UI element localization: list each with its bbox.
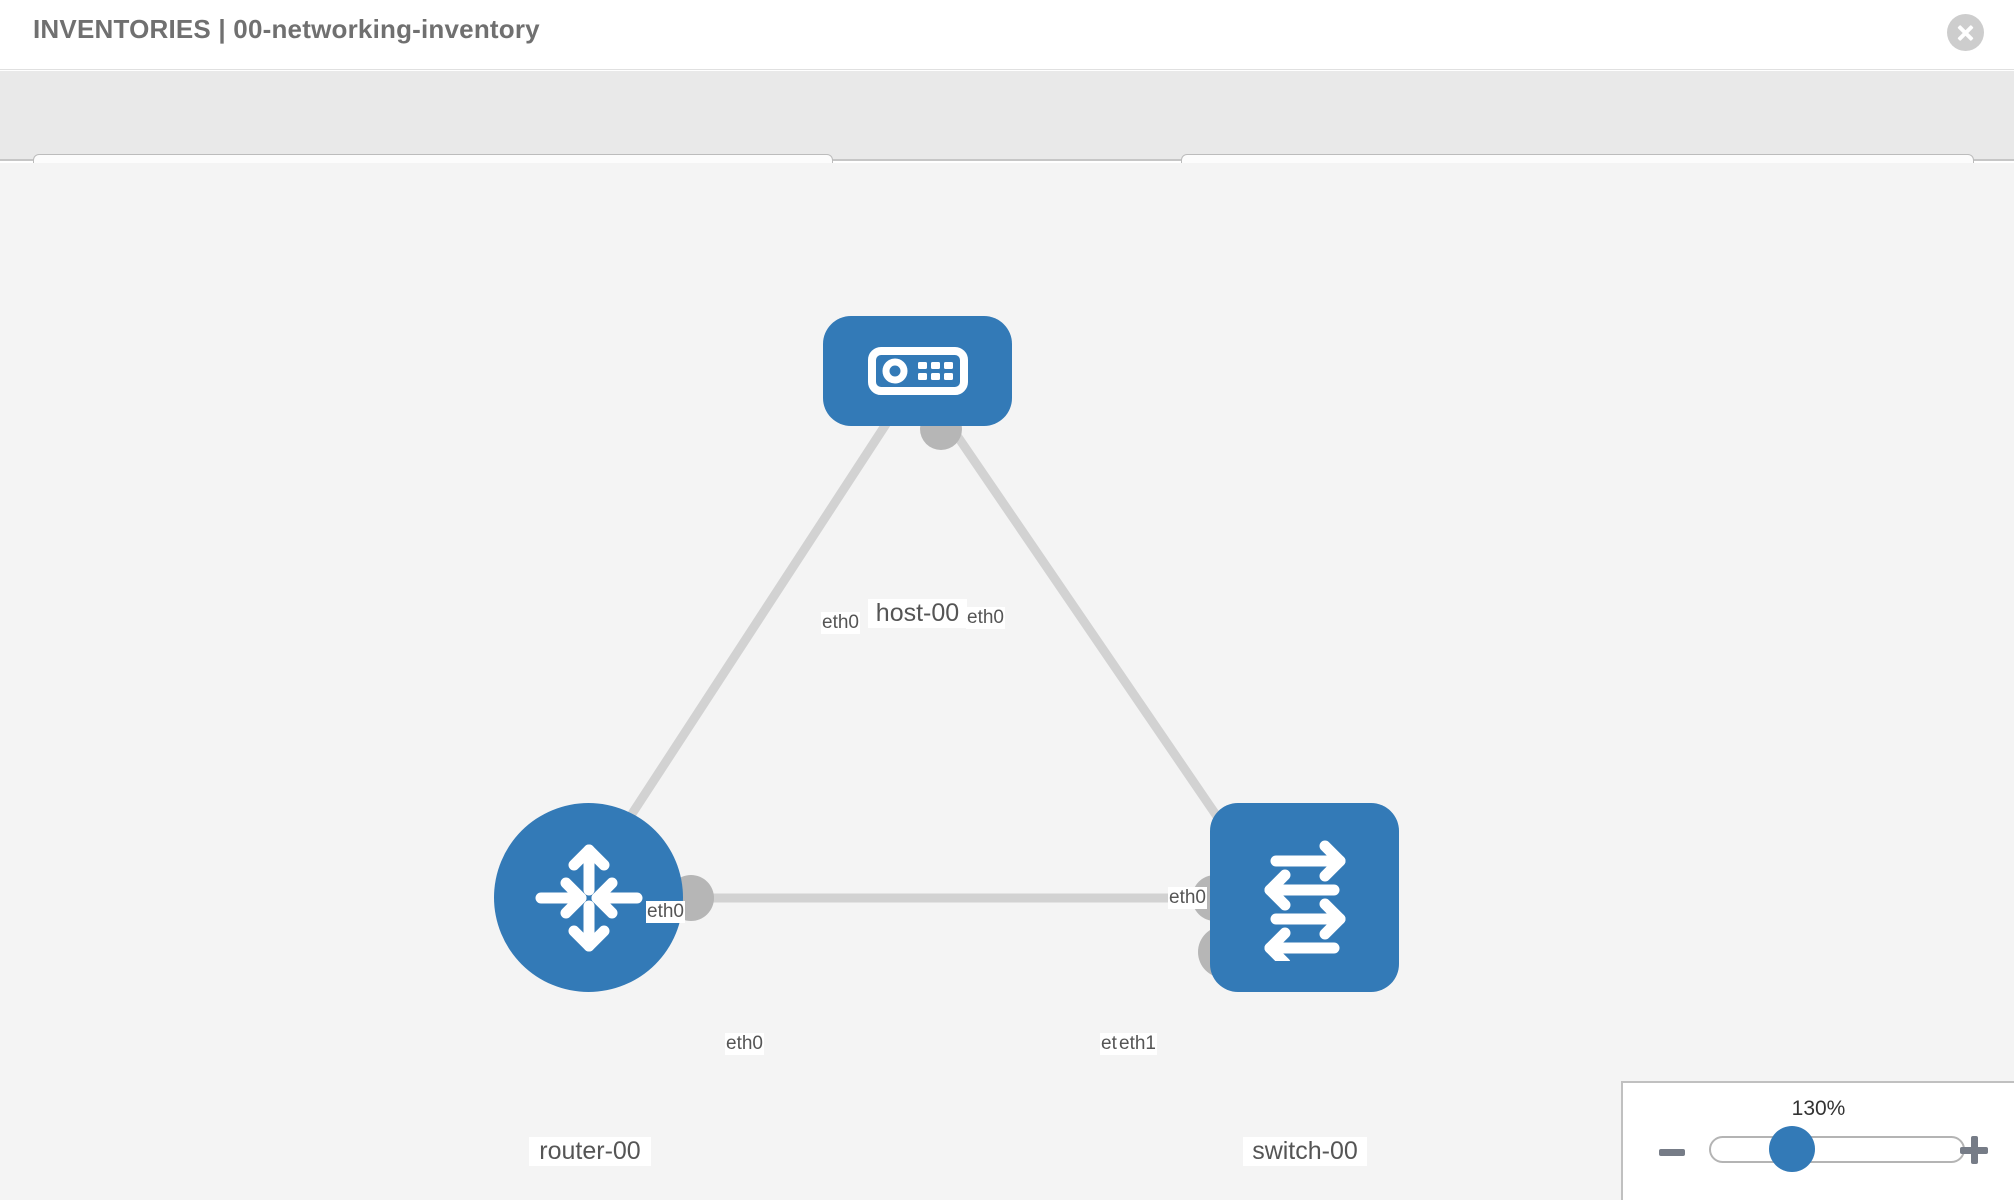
zoom-in-button[interactable] — [1960, 1136, 1988, 1164]
node-router-00[interactable] — [494, 803, 683, 992]
switch-arrows-icon — [1264, 840, 1345, 961]
close-icon[interactable] — [1947, 14, 1984, 51]
zoom-out-button[interactable] — [1659, 1149, 1685, 1156]
page-header: INVENTORIES | 00-networking-inventory — [0, 0, 2014, 70]
link-host-switch — [940, 413, 1247, 858]
topology-links — [595, 413, 1247, 903]
node-host-00[interactable] — [823, 316, 1012, 426]
zoom-slider-thumb[interactable] — [1769, 1126, 1815, 1172]
edge-label-router-right: eth0 — [725, 1033, 764, 1055]
node-label-switch-00: switch-00 — [1243, 1137, 1367, 1166]
toolbar: ACTIONS SEARCH — [0, 71, 2014, 204]
router-arrows-icon — [535, 844, 642, 951]
edge-label-switch-up: eth0 — [1168, 887, 1207, 909]
edge-label-host-left: eth0 — [821, 612, 860, 634]
edge-label-router-up: eth0 — [646, 901, 685, 923]
server-icon — [867, 347, 968, 395]
edge-label-host-right: eth0 — [966, 607, 1005, 629]
node-label-router-00: router-00 — [529, 1137, 651, 1166]
edge-label-switch-left-b: eth1 — [1118, 1033, 1157, 1055]
node-switch-00[interactable] — [1210, 803, 1399, 992]
page-title: INVENTORIES | 00-networking-inventory — [33, 14, 540, 44]
zoom-slider-track[interactable] — [1709, 1136, 1965, 1163]
node-label-host-00: host-00 — [868, 599, 967, 628]
topology-canvas[interactable]: host-00 router-0 — [0, 163, 2014, 1200]
zoom-percent-label: 130% — [1791, 1097, 1846, 1120]
zoom-control-panel: 130% — [1621, 1081, 2014, 1200]
link-host-router — [595, 413, 895, 868]
